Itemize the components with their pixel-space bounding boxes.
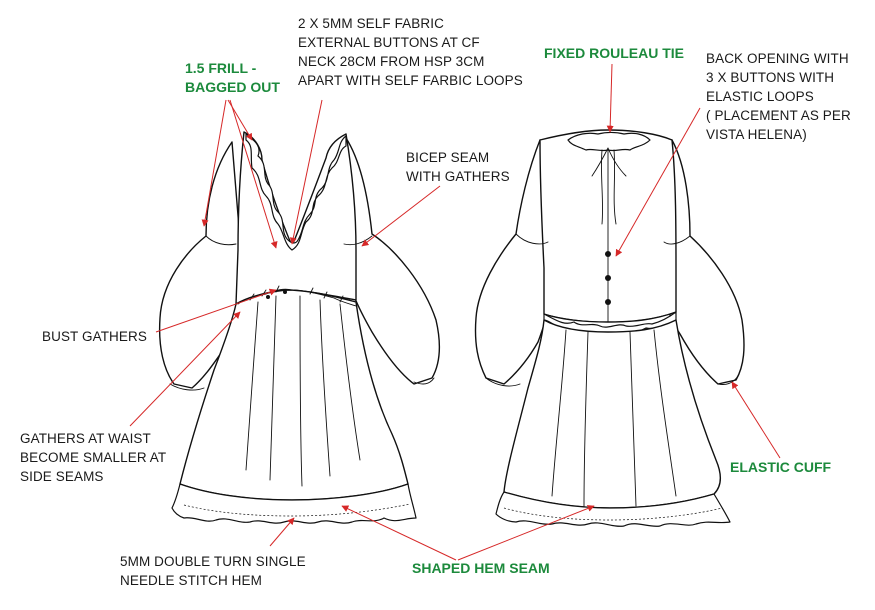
front-view-dress	[158, 131, 441, 524]
label-elastic-cuff: ELASTIC CUFF	[730, 459, 832, 475]
label-back-opening: BACK OPENING WITH 3 X BUTTONS WITH ELAST…	[706, 51, 855, 142]
back-left-sleeve	[474, 139, 551, 385]
back-button-3	[605, 299, 611, 305]
back-neck-frill	[567, 131, 651, 152]
rouleau-tie	[591, 147, 627, 225]
back-hem-ruffle	[495, 491, 731, 527]
label-waist-gathers: GATHERS AT WAIST BECOME SMALLER AT SIDE …	[20, 431, 170, 484]
label-shaped-hem: SHAPED HEM SEAM	[412, 560, 550, 576]
front-right-sleeve	[345, 137, 441, 385]
label-bicep: BICEP SEAM WITH GATHERS	[406, 150, 510, 184]
annotation-arrows	[129, 63, 781, 561]
back-view-dress	[474, 129, 745, 527]
label-bust-gathers: BUST GATHERS	[42, 329, 147, 344]
label-frill: 1.5 FRILL - BAGGED OUT	[185, 60, 280, 95]
label-hem-stitch: 5MM DOUBLE TURN SINGLE NEEDLE STITCH HEM	[120, 554, 310, 588]
back-button-1	[605, 251, 611, 257]
label-buttons: 2 X 5MM SELF FABRIC EXTERNAL BUTTONS AT …	[298, 16, 523, 88]
front-neck-frill	[245, 133, 347, 251]
label-rouleau-tie: FIXED ROULEAU TIE	[544, 45, 684, 61]
back-button-2	[605, 275, 611, 281]
